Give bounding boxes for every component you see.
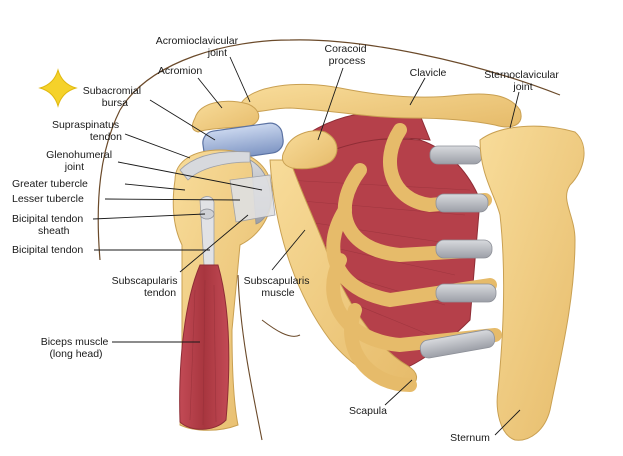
label-sternum: Sternum (450, 432, 490, 444)
leader-subscapularis-tendon (179, 214, 249, 273)
body-outline (97, 39, 561, 441)
rib-5 (344, 303, 417, 392)
leader-subscapularis-muscle (271, 229, 306, 271)
leader-sternum (494, 409, 521, 436)
label-acromioclavicular-joint: Acromioclavicular joint (156, 35, 241, 59)
costal-cartilage-2 (435, 193, 489, 213)
rib-2 (337, 163, 492, 263)
leader-glenohumeral (117, 161, 263, 191)
leader-clavicle (409, 77, 426, 106)
leader-lesser-tubercle (104, 198, 241, 201)
leader-bicipital-sheath (92, 213, 206, 220)
costal-cartilage-4 (435, 283, 497, 303)
sternum-shape (479, 125, 585, 441)
leader-greater-tubercle (124, 183, 186, 191)
leader-coracoid (317, 67, 344, 141)
label-leaders (92, 56, 521, 436)
clavicle-shape (239, 83, 522, 128)
label-clavicle: Clavicle (410, 67, 447, 79)
supraspinatus-tendon-shape (179, 151, 251, 181)
star-icon (38, 68, 78, 108)
leader-scapula (384, 379, 413, 406)
leader-supraspinatus (124, 133, 191, 159)
leader-acromioclavicular (229, 56, 251, 103)
subscapularis-tendon-shape (229, 174, 276, 223)
costal-cartilage-5 (419, 329, 496, 359)
label-sternoclavicular-joint: Sternoclavicular joint (484, 69, 562, 93)
leader-subacromial (149, 99, 216, 141)
scapula-shape (269, 159, 417, 389)
label-subscapularis-muscle: Subscapularis muscle (244, 275, 313, 299)
label-biceps-muscle: Biceps muscle (long head) (41, 336, 112, 360)
costal-cartilage-3 (435, 239, 493, 259)
label-scapula: Scapula (349, 405, 387, 417)
label-subscapularis-tendon: Subscapularis tendon (112, 275, 181, 299)
label-subacromial-bursa: Subacromial bursa (83, 85, 144, 109)
rib-cage (326, 123, 502, 392)
costal-cartilage-1 (429, 145, 483, 165)
label-glenohumeral-joint: Glenohumeral joint (46, 149, 115, 173)
label-lesser-tubercle: Lesser tubercle (12, 193, 84, 205)
label-bicipital-tendon: Bicipital tendon (12, 244, 83, 256)
coracoid-process-shape (281, 130, 338, 170)
costal-cartilages (419, 145, 497, 359)
text-labels: Acromioclavicular joint Coracoid process… (12, 35, 562, 444)
leader-acromion (197, 77, 223, 109)
biceps-fibers (189, 279, 217, 426)
label-bicipital-tendon-sheath: Bicipital tendon sheath (12, 213, 86, 237)
rib-1 (383, 123, 492, 213)
label-greater-tubercle: Greater tubercle (12, 178, 88, 190)
label-acromion: Acromion (158, 65, 203, 77)
leader-sternoclavicular (509, 91, 520, 129)
label-coracoid-process: Coracoid process (325, 43, 370, 67)
label-supraspinatus-tendon: Supraspinatus tendon (52, 119, 122, 143)
rib-4 (326, 253, 502, 353)
